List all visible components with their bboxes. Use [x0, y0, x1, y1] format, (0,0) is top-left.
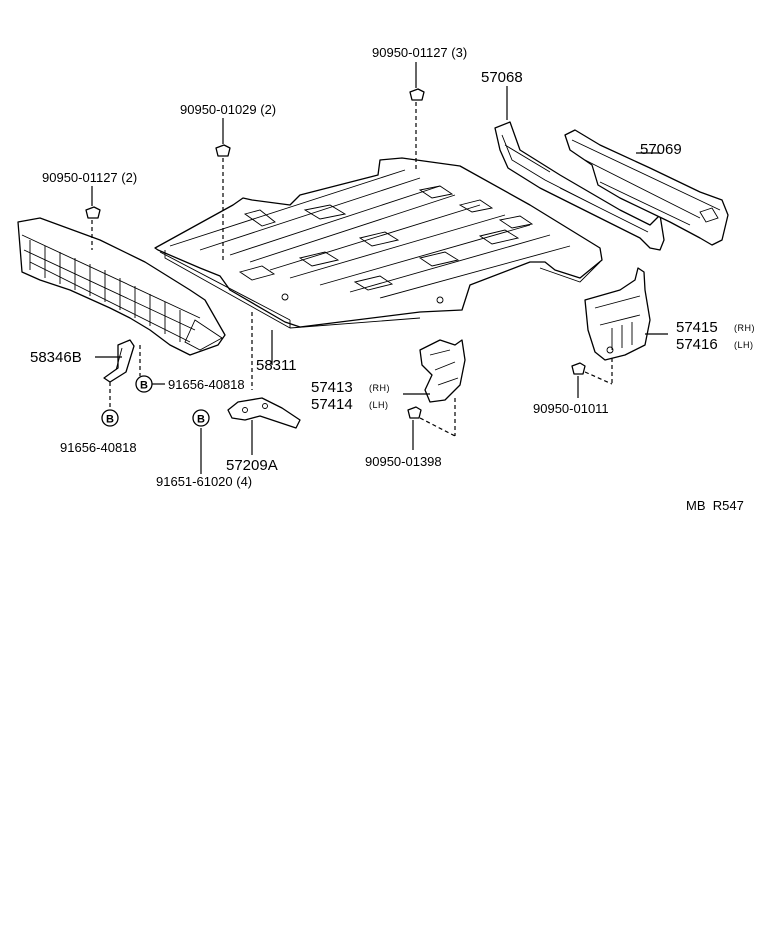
label-91651-61020-4: 91651-61020 (4) — [156, 474, 252, 489]
label-58346B: 58346B — [30, 349, 82, 366]
label-57069: 57069 — [640, 141, 682, 158]
bolt-marker-b: B — [101, 409, 119, 427]
diagram-code: MB R547 — [686, 498, 744, 513]
grommet-90950-01029 — [215, 144, 231, 157]
left-cross-member — [17, 217, 226, 356]
bracket-57209A — [227, 397, 301, 429]
bracket-58346B — [103, 339, 135, 383]
label-57414: 57414 — [311, 396, 353, 413]
svg-text:B: B — [197, 414, 205, 426]
label-91656-40818-b: 91656-40818 — [60, 440, 137, 455]
grommet-90950-01127-2 — [85, 206, 101, 219]
label-57416: 57416 — [676, 336, 718, 353]
floor-panel-58311 — [154, 157, 603, 329]
label-57209A: 57209A — [226, 457, 278, 474]
label-90950-01127-3: 90950-01127 (3) — [372, 45, 467, 60]
label-57415-rh: (RH) — [734, 323, 755, 333]
rail-57068 — [494, 121, 665, 251]
label-90950-01127-2: 90950-01127 (2) — [42, 170, 137, 185]
label-90950-01011: 90950-01011 — [533, 401, 609, 416]
grommet-90950-01398 — [407, 406, 422, 419]
grommet-90950-01011 — [571, 362, 586, 375]
bracket-57413-57414 — [419, 339, 466, 403]
leader-lines — [91, 62, 668, 474]
label-57416-lh: (LH) — [734, 340, 754, 350]
bracket-57415-57416 — [584, 267, 651, 361]
svg-text:B: B — [106, 414, 114, 426]
bolt-marker-a: B — [135, 375, 153, 393]
grommet-90950-01127-3 — [409, 88, 425, 101]
label-57414-lh: (LH) — [369, 400, 389, 410]
label-57415: 57415 — [676, 319, 718, 336]
label-91656-40818-a: 91656-40818 — [168, 377, 245, 392]
label-57413: 57413 — [311, 379, 353, 396]
rail-57069 — [564, 129, 729, 246]
bolt-marker-c: B — [192, 409, 210, 427]
label-57068: 57068 — [481, 69, 523, 86]
svg-text:B: B — [140, 380, 148, 392]
label-90950-01398: 90950-01398 — [365, 454, 442, 469]
label-90950-01029: 90950-01029 (2) — [180, 102, 276, 117]
label-57413-rh: (RH) — [369, 383, 390, 393]
label-58311: 58311 — [256, 357, 297, 374]
